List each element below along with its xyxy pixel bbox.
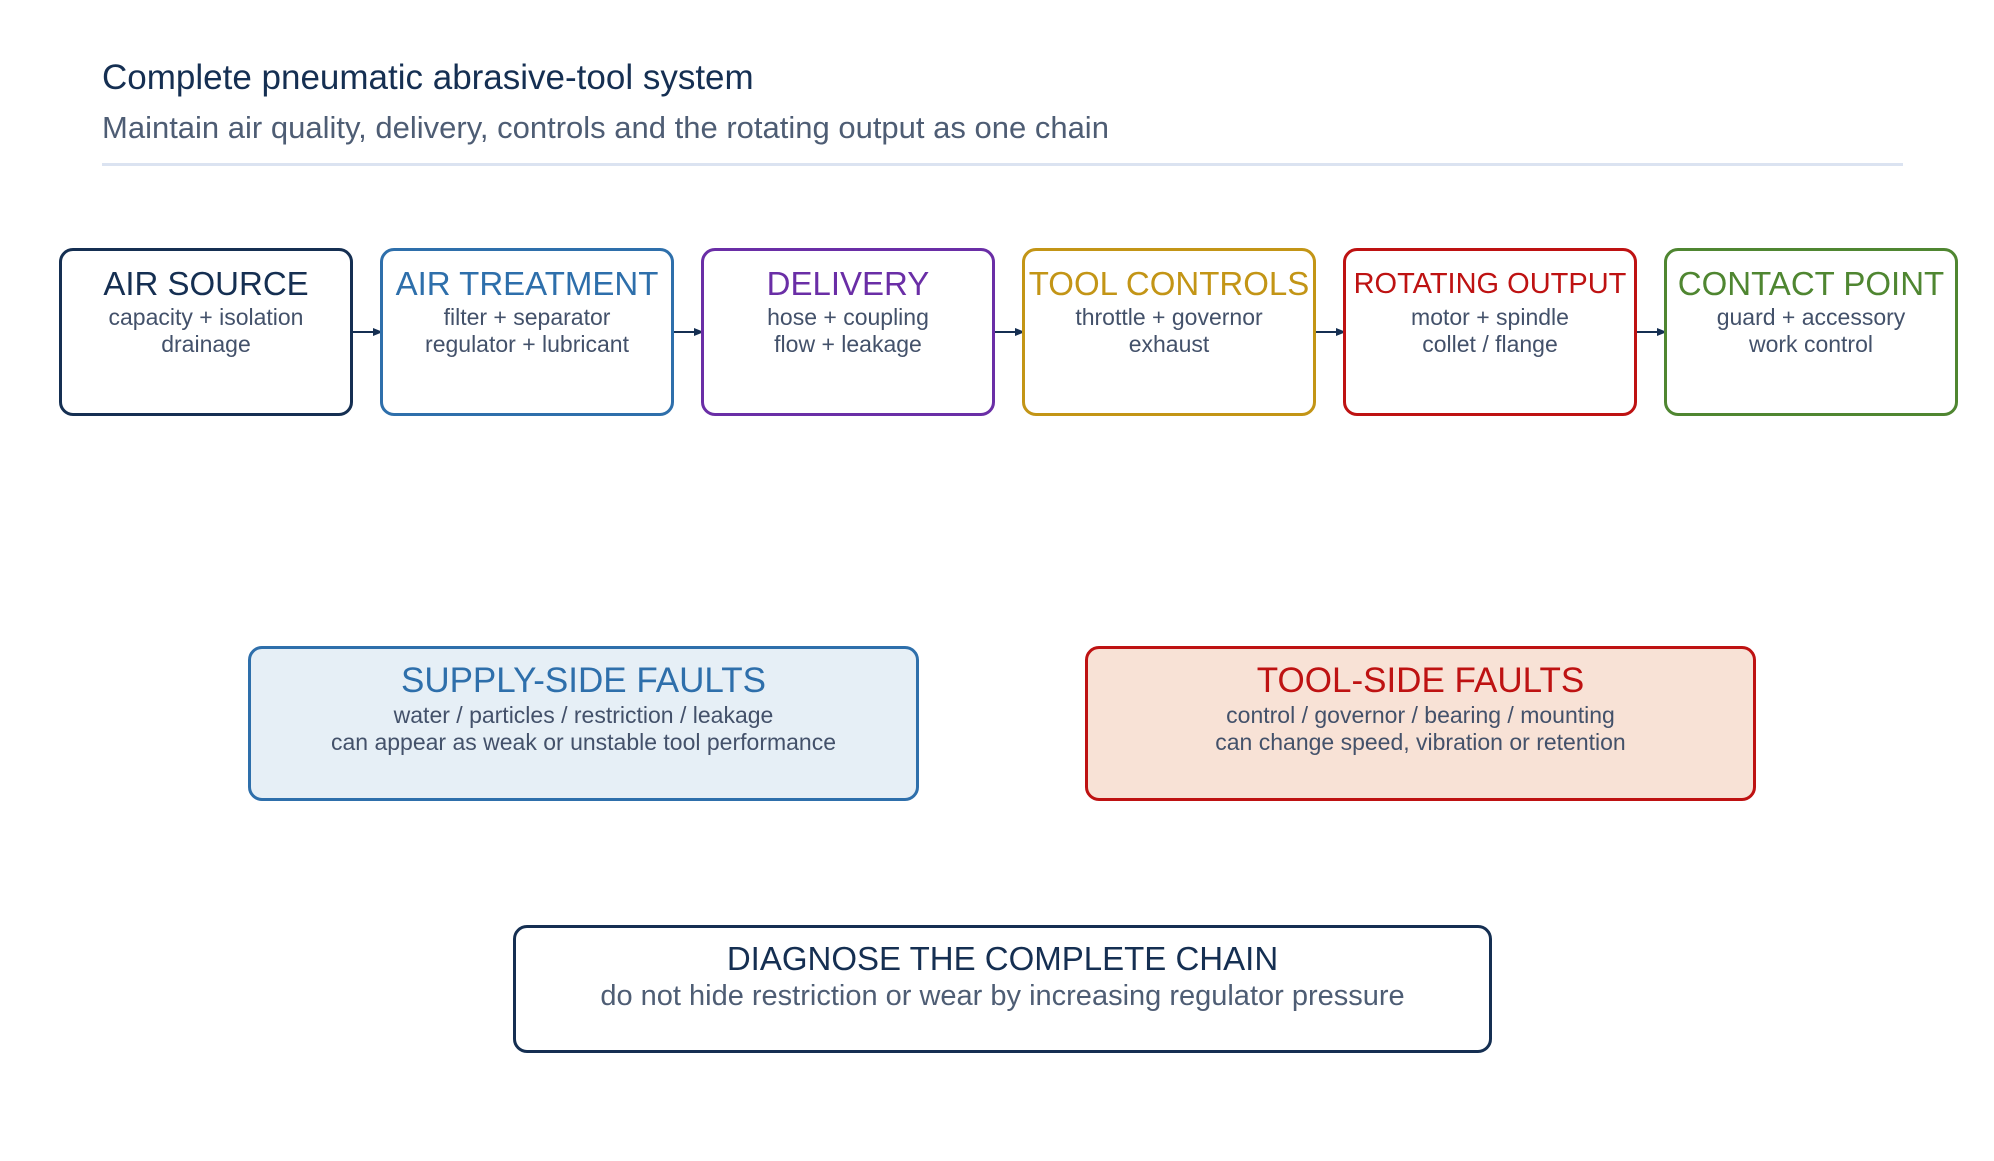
stage-rotating-output-title: ROTATING OUTPUT <box>1353 268 1627 300</box>
stage-delivery-line-2: flow + leakage <box>774 331 922 357</box>
supply-side-faults-box: SUPPLY-SIDE FAULTS water / particles / r… <box>248 646 919 801</box>
stage-tool-controls: TOOL CONTROLS throttle + governor exhaus… <box>1022 248 1316 416</box>
stage-rotating-output-line-1: motor + spindle <box>1411 304 1569 330</box>
supply-side-faults-line-2: can appear as weak or unstable tool perf… <box>330 729 837 755</box>
page-title: Complete pneumatic abrasive-tool system <box>102 58 754 97</box>
diagnose-chain-title: DIAGNOSE THE COMPLETE CHAIN <box>726 940 1279 977</box>
tool-side-faults-title: TOOL-SIDE FAULTS <box>1256 661 1585 700</box>
stage-tool-controls-line-1: throttle + governor <box>1075 304 1263 330</box>
supply-side-faults-line-1: water / particles / restriction / leakag… <box>393 702 774 728</box>
stage-air-source-line-2: drainage <box>161 331 251 357</box>
tool-side-faults-box: TOOL-SIDE FAULTS control / governor / be… <box>1085 646 1756 801</box>
stage-air-treatment-line-2: regulator + lubricant <box>425 331 629 357</box>
stage-contact-point-title: CONTACT POINT <box>1677 265 1945 302</box>
stage-delivery-title: DELIVERY <box>766 265 930 302</box>
diagnose-chain-note: do not hide restriction or wear by incre… <box>600 980 1405 1012</box>
supply-side-faults-title: SUPPLY-SIDE FAULTS <box>400 661 767 700</box>
stage-air-treatment: AIR TREATMENT filter + separator regulat… <box>380 248 674 416</box>
stage-contact-point-line-2: work control <box>1749 331 1873 357</box>
stage-air-source-line-1: capacity + isolation <box>108 304 304 330</box>
tool-side-faults-line-2: can change speed, vibration or retention <box>1215 729 1626 755</box>
stage-tool-controls-title: TOOL CONTROLS <box>1028 265 1310 302</box>
stage-air-treatment-title: AIR TREATMENT <box>395 265 659 302</box>
title-divider <box>102 163 1903 166</box>
page-subtitle: Maintain air quality, delivery, controls… <box>102 110 1109 145</box>
tool-side-faults-line-1: control / governor / bearing / mounting <box>1226 702 1615 728</box>
stage-air-source-title: AIR SOURCE <box>103 265 309 302</box>
stage-tool-controls-line-2: exhaust <box>1128 331 1210 357</box>
stage-rotating-output-line-2: collet / flange <box>1422 331 1558 357</box>
stage-delivery: DELIVERY hose + coupling flow + leakage <box>701 248 995 416</box>
stage-air-source: AIR SOURCE capacity + isolation drainage <box>59 248 353 416</box>
stage-delivery-line-1: hose + coupling <box>767 304 929 330</box>
stage-rotating-output: ROTATING OUTPUT motor + spindle collet /… <box>1343 248 1637 416</box>
stage-contact-point: CONTACT POINT guard + accessory work con… <box>1664 248 1958 416</box>
stage-air-treatment-line-1: filter + separator <box>443 304 611 330</box>
diagnose-chain-box: DIAGNOSE THE COMPLETE CHAIN do not hide … <box>513 925 1492 1053</box>
stage-contact-point-line-1: guard + accessory <box>1716 304 1906 330</box>
